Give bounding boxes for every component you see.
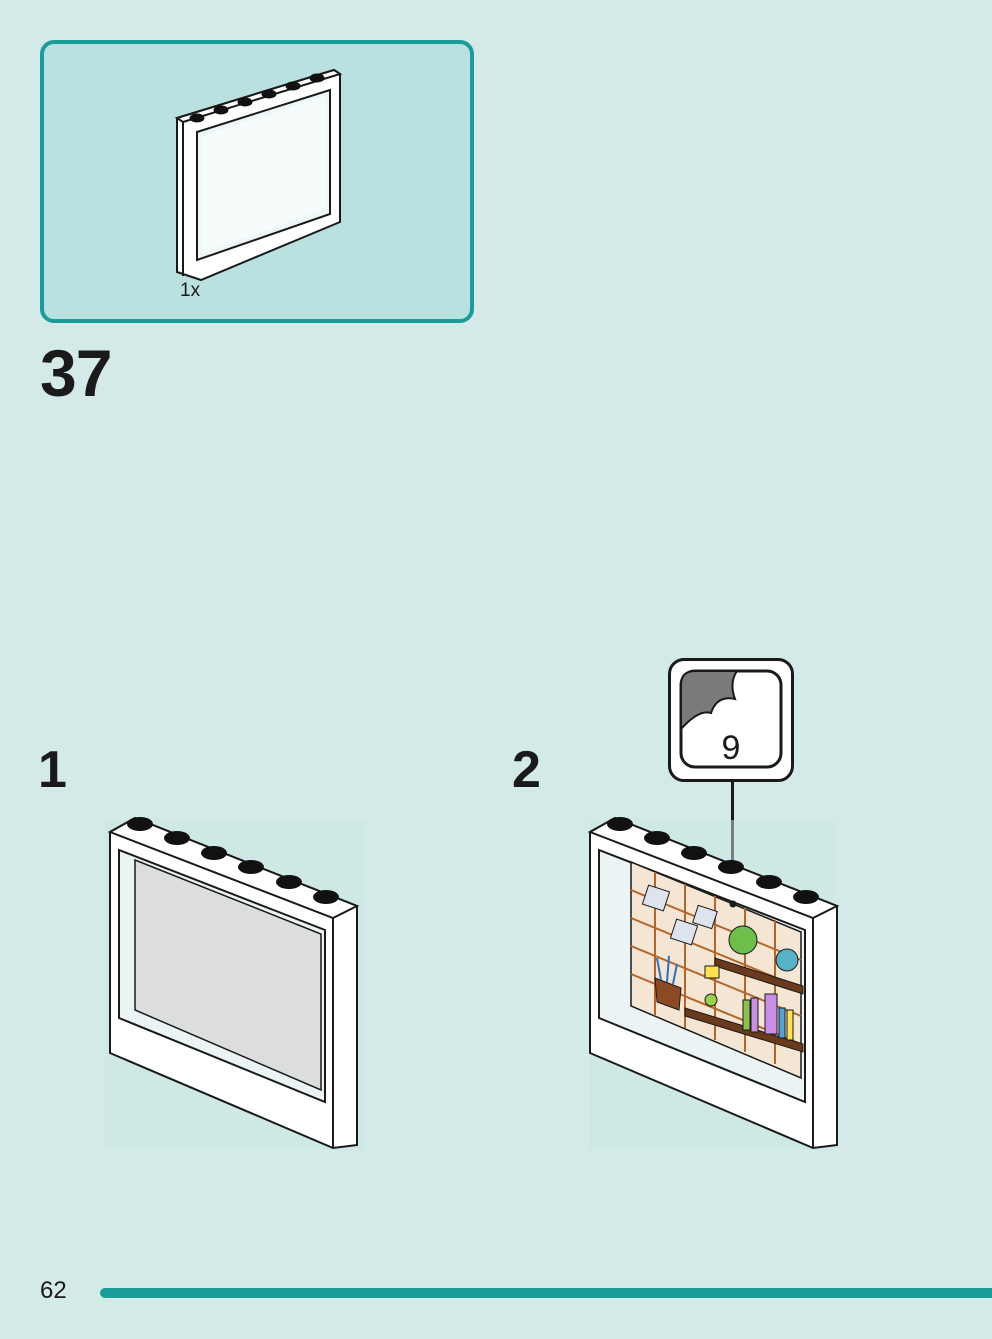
substep-number-1: 1 bbox=[38, 741, 67, 799]
substep-1-frame-illustration bbox=[105, 816, 365, 1150]
sticker-callout: 9 bbox=[668, 658, 794, 782]
footer-progress-bar bbox=[100, 1288, 992, 1298]
parts-callout-box: 1x bbox=[40, 40, 474, 323]
sticker-number: 9 bbox=[721, 729, 741, 767]
substep-number-2: 2 bbox=[512, 741, 541, 799]
step-number: 37 bbox=[40, 336, 112, 410]
part-quantity: 1x bbox=[180, 280, 201, 301]
page-number: 62 bbox=[40, 1277, 67, 1304]
substep-2-frame-illustration bbox=[587, 816, 840, 1150]
sticker-peel-icon bbox=[679, 669, 783, 769]
frame-panel-part-icon bbox=[174, 68, 343, 282]
